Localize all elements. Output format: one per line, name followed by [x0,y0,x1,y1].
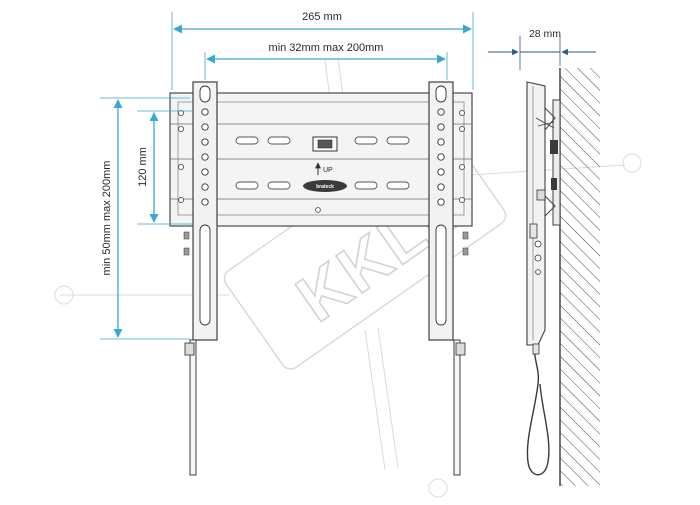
safety-cord [526,344,550,476]
horizontal-spacing-label: min 32mm max 200mm [269,42,384,54]
brand-logo: brateck [303,180,347,192]
extension-lines [100,12,474,340]
svg-text:brateck: brateck [316,184,334,190]
side-arm-profile [526,81,546,346]
wall-section [560,68,600,486]
mount-frame [169,92,473,227]
wall-plate-side [552,99,561,226]
wall-depth-label: 28 mm [529,28,561,40]
overall-width-label: 265 mm [302,11,342,23]
right-vertical-arm [428,81,469,476]
vertical-spacing-fixed-label: 120 mm [137,147,149,187]
vertical-spacing-range-label: min 50mm max 200mm [101,161,113,276]
frame-slots [177,109,466,213]
left-vertical-arm [183,81,218,476]
up-label: UP [323,167,333,174]
side-view: 28 mm [488,28,600,486]
front-view: UP brateck [100,11,474,476]
